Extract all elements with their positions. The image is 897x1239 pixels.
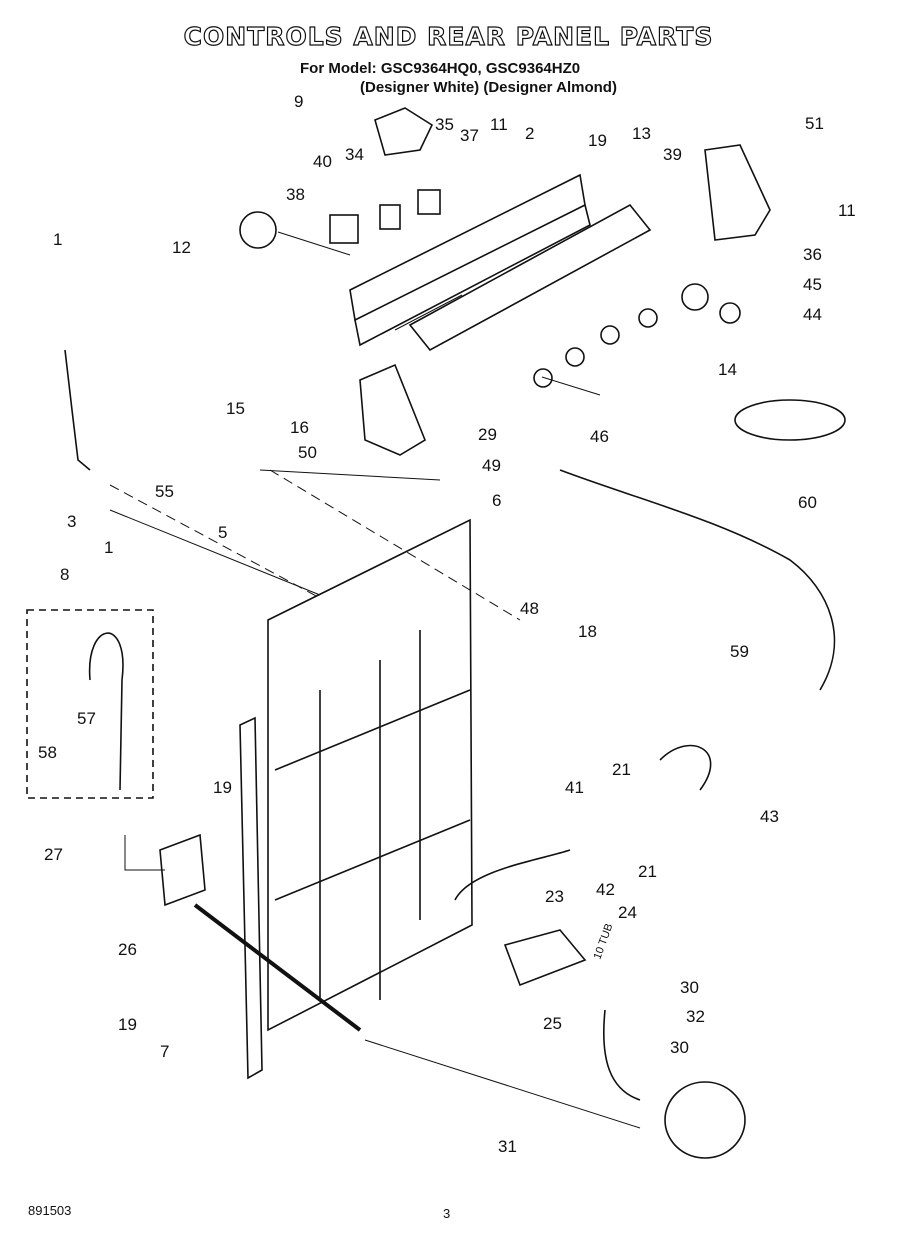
kit-box-8 — [26, 609, 154, 799]
callout-55: 55 — [155, 482, 174, 501]
callout-36: 36 — [803, 245, 822, 264]
callout-32: 32 — [686, 1007, 705, 1026]
footer-code: 891503 — [28, 1203, 72, 1218]
kit-note: 10 TUB — [592, 922, 616, 961]
callout-39: 39 — [663, 145, 682, 164]
callout-26: 26 — [118, 940, 137, 959]
callout-5: 5 — [218, 523, 227, 542]
callout-11b: 11 — [838, 201, 856, 220]
callout-6: 6 — [492, 491, 501, 510]
callout-1b: 1 — [104, 538, 113, 557]
callout-8: 8 — [60, 565, 69, 584]
callout-37: 37 — [460, 126, 479, 145]
callout-40: 40 — [313, 152, 332, 171]
callout-29: 29 — [478, 425, 497, 444]
callout-9: 9 — [294, 92, 303, 111]
callout-42: 42 — [596, 880, 615, 899]
callout-57: 57 — [77, 709, 96, 728]
callout-46: 46 — [590, 427, 609, 446]
color-line: (Designer White) (Designer Almond) — [360, 79, 617, 96]
side-strip-7 — [239, 716, 263, 1080]
callout-59: 59 — [730, 642, 749, 661]
end-cap-16 — [359, 363, 426, 456]
part-9-switch — [374, 107, 434, 156]
callout-21b: 21 — [638, 862, 657, 881]
callout-12: 12 — [172, 238, 191, 257]
callout-16: 16 — [290, 418, 309, 437]
hose-57 — [88, 632, 124, 791]
callout-19c: 19 — [118, 1015, 137, 1034]
callout-45: 45 — [803, 275, 822, 294]
bracket-51 — [704, 144, 771, 241]
bracket-24 — [503, 929, 587, 987]
callout-31: 31 — [498, 1137, 517, 1156]
power-cord-14 — [734, 399, 846, 441]
callout-30: 30 — [680, 978, 699, 997]
hose-42 — [454, 849, 571, 901]
callout-41: 41 — [565, 778, 584, 797]
callout-3: 3 — [67, 512, 76, 531]
callout-19: 19 — [588, 131, 607, 150]
callout-11: 11 — [490, 115, 508, 134]
callout-27: 27 — [44, 845, 63, 864]
switch-40 — [379, 204, 401, 230]
callout-14: 14 — [718, 360, 737, 379]
callout-58: 58 — [38, 743, 57, 762]
callout-24: 24 — [618, 903, 637, 922]
hose-43 — [659, 744, 712, 791]
callout-34: 34 — [345, 145, 364, 164]
pump-31 — [664, 1081, 746, 1159]
page-number: 3 — [443, 1206, 451, 1221]
wire-harness-60 — [559, 469, 836, 691]
callout-43: 43 — [760, 807, 779, 826]
callout-38: 38 — [286, 185, 305, 204]
callout-35: 35 — [435, 115, 454, 134]
callout-2: 2 — [525, 124, 534, 143]
callout-1: 1 — [53, 230, 62, 249]
knob-45 — [681, 283, 709, 311]
hose-32 — [602, 1009, 641, 1101]
callouts: 9 37 35 11 2 19 13 39 51 34 40 38 12 36 … — [38, 92, 856, 1156]
control-panel-39 — [408, 203, 652, 352]
bracket-26 — [159, 833, 206, 907]
callout-49: 49 — [482, 456, 501, 475]
callout-25: 25 — [543, 1014, 562, 1033]
callout-21: 21 — [612, 760, 631, 779]
fill-hose-3 — [64, 349, 91, 471]
knob-44 — [719, 302, 741, 324]
callout-30b: 30 — [670, 1038, 689, 1057]
switch-38 — [329, 214, 359, 244]
callout-18: 18 — [578, 622, 597, 641]
rear-panel-6 — [267, 518, 473, 1032]
callout-7: 7 — [160, 1042, 169, 1061]
callout-15: 15 — [226, 399, 245, 418]
page-title: CONTROLS AND REAR PANEL PARTS — [183, 21, 714, 51]
callout-60: 60 — [798, 493, 817, 512]
callout-13: 13 — [632, 124, 651, 143]
switch-34 — [417, 189, 441, 215]
callout-23: 23 — [545, 887, 564, 906]
callout-51: 51 — [805, 114, 824, 133]
callout-48: 48 — [520, 599, 539, 618]
callout-44: 44 — [803, 305, 822, 324]
timer-12 — [239, 211, 277, 249]
console-rail-13 — [349, 173, 586, 322]
model-line: For Model: GSC9364HQ0, GSC9364HZ0 — [300, 60, 581, 77]
callout-50: 50 — [298, 443, 317, 462]
callout-19b: 19 — [213, 778, 232, 797]
